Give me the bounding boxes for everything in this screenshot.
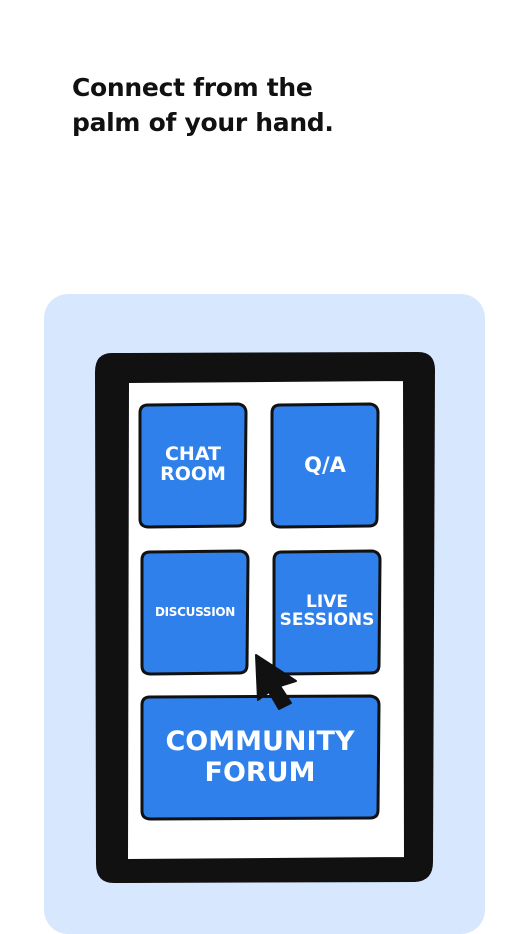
tile-live-sessions xyxy=(272,549,382,676)
tile-live-sessions-label: Live Sessions xyxy=(279,592,375,630)
arrow-cursor-icon xyxy=(255,654,297,710)
tile-community-forum-label: Community Forum xyxy=(165,725,355,788)
tile-community-forum xyxy=(140,694,381,821)
tile-qa xyxy=(270,402,380,529)
tile-chat-room-label: Chat Room xyxy=(160,443,226,485)
tile-discussion xyxy=(140,549,250,676)
tile-discussion-label: Discussion xyxy=(154,604,236,619)
onboarding-headline: Connect from the palm of your hand. xyxy=(72,73,334,137)
tile-chat-room xyxy=(138,402,248,529)
tile-qa-label: Q/A xyxy=(304,452,346,477)
phone-illustration xyxy=(94,351,436,884)
